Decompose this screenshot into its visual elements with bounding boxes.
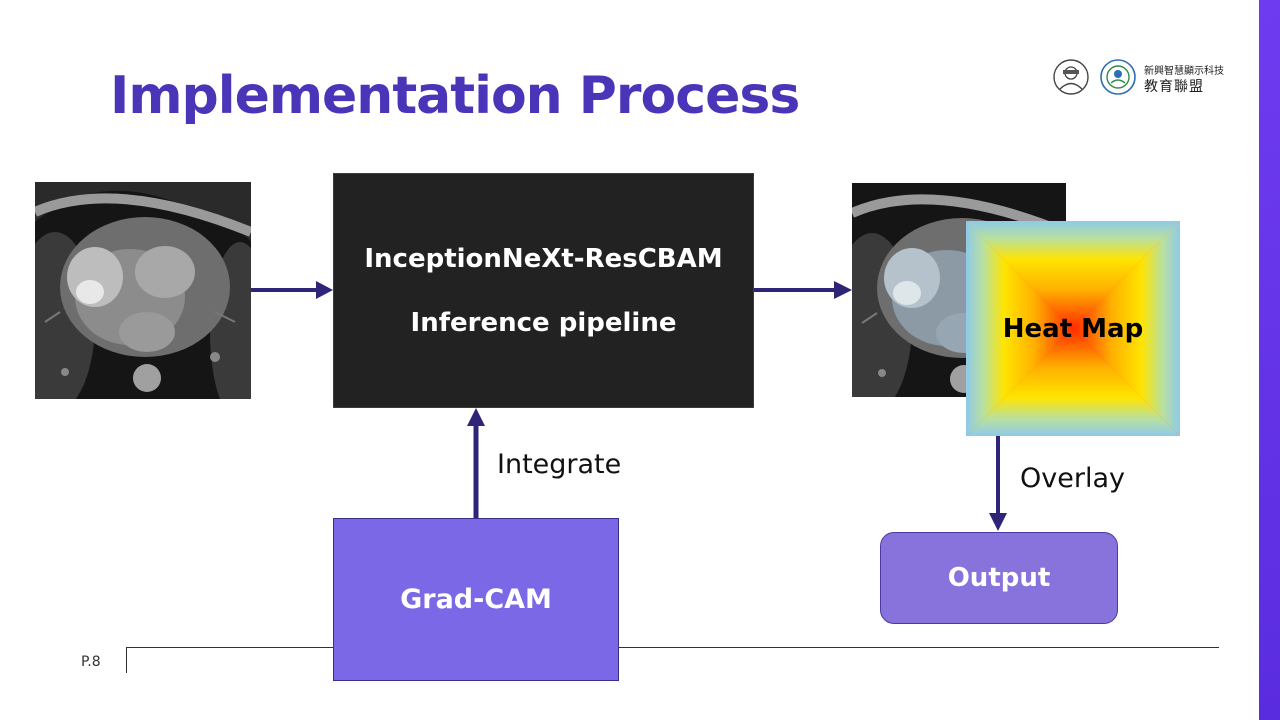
pipeline-model-label: InceptionNeXt-ResCBAM	[364, 243, 723, 274]
arrow-input-to-pipeline	[251, 281, 333, 299]
arrow-pipeline-to-output-image	[754, 281, 852, 299]
overlay-label: Overlay	[1020, 463, 1125, 494]
grad-cam-label: Grad-CAM	[400, 584, 552, 615]
logo-text-line1: 新興智慧顯示科技	[1144, 66, 1224, 77]
footer-rule-left	[127, 647, 333, 648]
output-label: Output	[947, 563, 1051, 593]
output-box: Output	[880, 532, 1118, 624]
ministry-seal-icon	[1100, 59, 1136, 95]
accent-bar	[1259, 0, 1280, 720]
input-ct-image	[35, 182, 251, 399]
integrate-label: Integrate	[497, 449, 622, 480]
heat-map-label: Heat Map	[1002, 313, 1144, 344]
slide-title: Implementation Process	[110, 66, 800, 126]
logo-text-line2: 教育聯盟	[1144, 79, 1204, 95]
grad-cam-box: Grad-CAM	[333, 518, 619, 681]
pipeline-stage-label: Inference pipeline	[410, 307, 677, 338]
inference-pipeline-box: InceptionNeXt-ResCBAM Inference pipeline	[333, 173, 754, 408]
person-emblem-icon	[1053, 59, 1089, 95]
alliance-logo: 新興智慧顯示科技 教育聯盟	[1052, 58, 1232, 102]
arrow-gradcam-to-pipeline	[467, 408, 485, 518]
arrow-heatmap-to-output	[989, 436, 1007, 531]
page-number: P.8	[81, 654, 101, 670]
footer-divider	[126, 647, 127, 673]
heat-map-box: Heat Map	[966, 221, 1180, 436]
footer-rule-right	[619, 647, 1219, 648]
